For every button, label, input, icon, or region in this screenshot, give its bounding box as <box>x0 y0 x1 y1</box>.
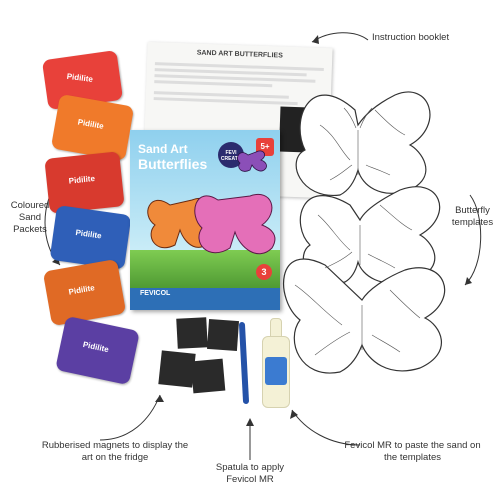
box-maker: FEVICOL <box>140 290 171 297</box>
sand-packet: Pidilite <box>49 205 132 270</box>
fevicol-label <box>265 357 287 385</box>
box-brand-text: FEVI CREATE <box>220 150 242 162</box>
magnet <box>206 318 240 352</box>
label-coloured-sand-packets: Coloured Sand Packets <box>10 200 50 235</box>
sand-packet-brand: Pidilite <box>76 117 105 131</box>
magnet <box>190 358 226 394</box>
fevicol-bottle <box>260 318 290 408</box>
box-butterflies <box>147 150 276 255</box>
sand-packet-brand: Pidilite <box>82 339 110 355</box>
fevicol-body <box>262 336 290 408</box>
label-instruction-booklet: Instruction booklet <box>372 32 450 43</box>
magnet <box>158 350 196 388</box>
arrow-magnets <box>99 394 161 441</box>
sand-packet: Pidilite <box>55 315 140 386</box>
product-box: Sand Art Butterflies FEVI CREATE 5+ FEVI… <box>130 130 280 310</box>
sand-packet-brand: Pidilite <box>67 283 96 297</box>
box-bottom-strip <box>130 288 280 310</box>
butterfly-template-3 <box>283 258 446 374</box>
label-spatula: Spatula to apply Fevicol MR <box>215 462 285 485</box>
sand-packet: Pidilite <box>42 258 127 327</box>
box-grass <box>130 250 280 288</box>
butterfly-template-2 <box>299 186 441 284</box>
arrow-butterfly-templates <box>464 194 482 286</box>
sand-packet-brand: Pidilite <box>68 173 96 186</box>
sand-packet-brand: Pidilite <box>74 227 103 241</box>
magnet <box>176 317 208 349</box>
label-rubberised-magnets: Rubberised magnets to display the art on… <box>41 440 189 463</box>
box-title-line2: Butterflies <box>138 156 208 172</box>
sand-packet: Pidilite <box>44 151 125 214</box>
fevicol-cap <box>270 318 282 338</box>
box-title-line1: Sand Art <box>138 142 188 156</box>
box-butterfly-small <box>237 150 267 172</box>
label-butterfly-templates: Butterfly templates <box>451 205 494 228</box>
box-count-badge: 3 <box>256 264 272 280</box>
butterfly-template-1 <box>295 91 431 196</box>
box-butterfly-pink <box>194 193 276 255</box>
sand-packet: Pidilite <box>50 93 135 162</box>
label-fevicol: Fevicol MR to paste the sand on the temp… <box>344 440 481 463</box>
sand-packet-brand: Pidilite <box>66 71 94 84</box>
